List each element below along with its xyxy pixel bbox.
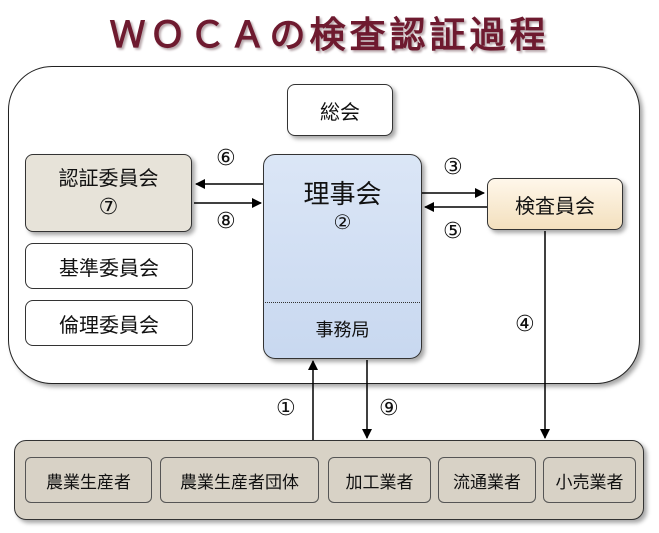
member-kouri-gyousha: 小売業者 (543, 457, 636, 503)
kensa-iinkai-box: 検査員会 (487, 178, 623, 230)
flow-number-5: ⑤ (443, 219, 463, 244)
nintei-iinkai-number: ⑦ (98, 195, 119, 220)
rijikai-label: 理事会 (303, 180, 382, 210)
rijikai-box (263, 154, 422, 359)
rinri-iinkai-box: 倫理委員会 (25, 300, 193, 346)
member-ryuutsuu-gyousha: 流通業者 (438, 457, 536, 503)
member-label: 農業生産者団体 (180, 472, 299, 493)
member-label: 小売業者 (555, 472, 624, 493)
flow-number-1: ① (276, 396, 296, 421)
member-label: 加工業者 (345, 472, 414, 493)
diagram-title: ＷＯＣＡの検査認証過程 (109, 14, 550, 56)
nintei-iinkai-label: 認証委員会 (58, 166, 159, 190)
member-nougyou-seisansha: 農業生産者 (25, 457, 152, 503)
nintei-iinkai-box: 認証委員会 ⑦ (25, 154, 192, 232)
kijun-iinkai-label: 基準委員会 (59, 255, 159, 280)
member-kakou-gyousha: 加工業者 (328, 457, 431, 503)
soukai-label: 総会 (320, 99, 360, 124)
rijikai-number: ② (333, 210, 352, 234)
flow-number-9: ⑨ (379, 396, 399, 421)
jimukyoku-label: 事務局 (315, 320, 370, 341)
rijikai-divider (265, 302, 420, 303)
soukai-box: 総会 (287, 84, 393, 136)
member-nougyou-seisansha-dantai: 農業生産者団体 (160, 457, 319, 503)
rinri-iinkai-label: 倫理委員会 (59, 312, 159, 337)
flow-number-4: ④ (515, 312, 535, 337)
flow-number-3: ③ (443, 155, 463, 180)
member-label: 農業生産者 (46, 472, 131, 493)
kijun-iinkai-box: 基準委員会 (25, 243, 193, 289)
flow-number-6: ⑥ (216, 146, 236, 171)
flow-number-8: ⑧ (216, 209, 236, 234)
kensa-iinkai-label: 検査員会 (515, 193, 595, 218)
member-label: 流通業者 (453, 472, 521, 493)
